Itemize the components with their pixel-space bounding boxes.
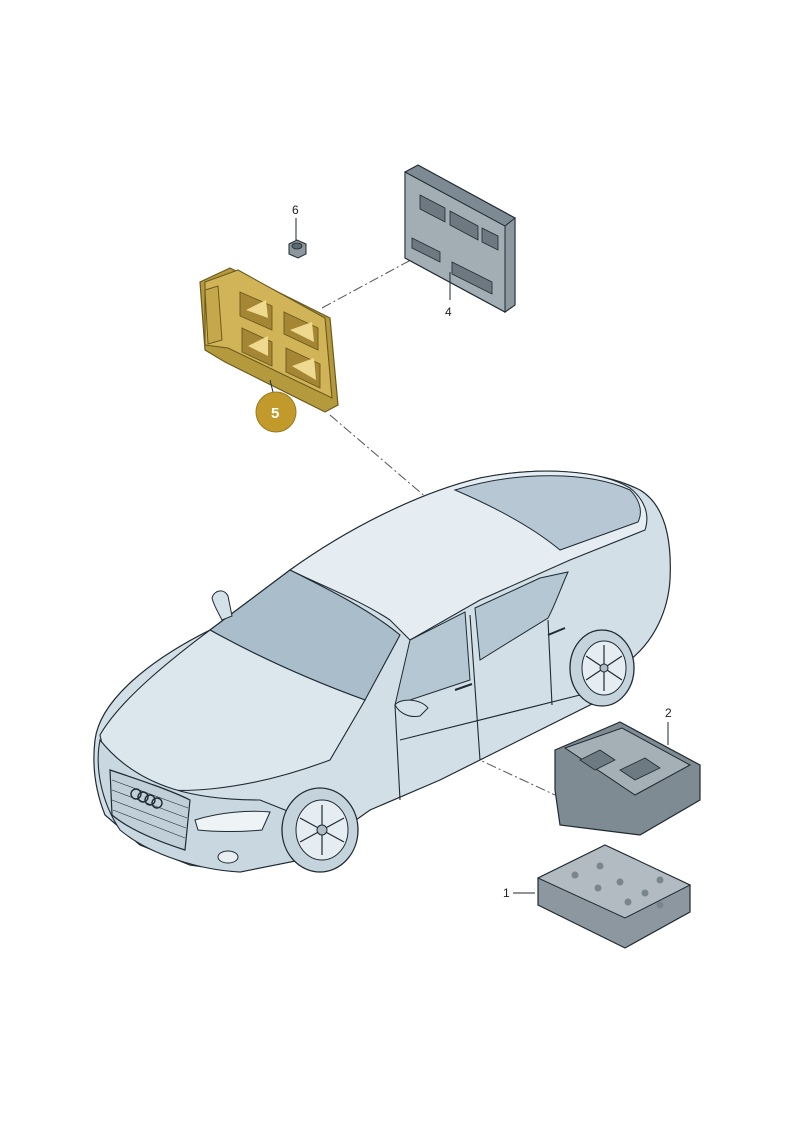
car-front-bumper (97, 738, 311, 873)
grille-slats (111, 779, 189, 839)
car-illustration (93, 470, 671, 873)
callout-6: 6 (292, 203, 299, 217)
door-handle-rear (547, 627, 566, 636)
callout-5-badge[interactable]: 5 (255, 379, 297, 433)
car-front-side-window (394, 611, 471, 706)
callout-1: 1 (503, 886, 510, 900)
wheel-rear (569, 629, 635, 707)
car-headlight (194, 810, 271, 832)
callout-2: 2 (665, 706, 672, 720)
part-1-pad[interactable] (536, 844, 692, 949)
part-6-nut[interactable] (288, 239, 307, 259)
callout-5: 5 (271, 405, 279, 422)
callout-ticks (295, 218, 669, 894)
part-5-bracket[interactable] (199, 267, 339, 413)
part-2-tray[interactable] (554, 721, 701, 836)
car-rear-side-window (474, 571, 569, 661)
car-mirror-right (394, 699, 429, 717)
part-4-control-unit[interactable] (404, 164, 516, 313)
car-rear-window (453, 475, 641, 551)
car-fog-light (217, 850, 239, 864)
car-grille (109, 769, 191, 851)
wheel-front (281, 787, 359, 873)
car-mirror-left (211, 590, 233, 621)
leader-5-to-4 (321, 254, 421, 309)
four-rings-logo (130, 788, 163, 809)
door-handle-front (454, 683, 473, 691)
callout-4: 4 (445, 305, 452, 319)
car-hood (99, 629, 366, 791)
